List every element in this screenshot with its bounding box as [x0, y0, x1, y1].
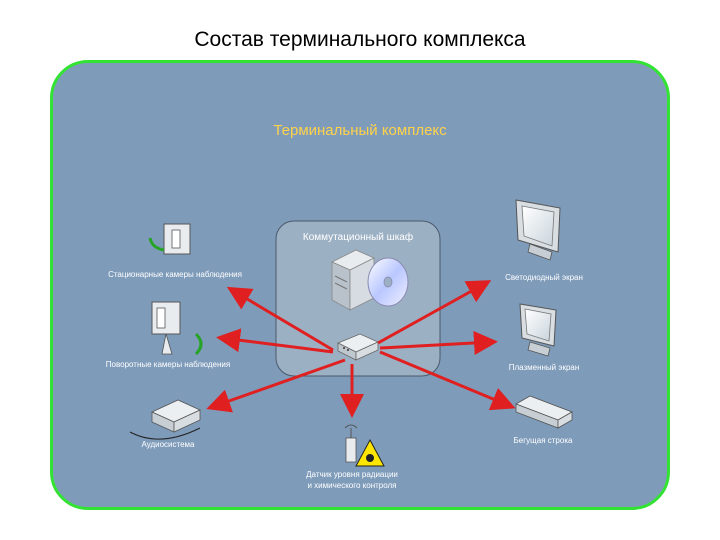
arrow-to-led-screen — [377, 280, 492, 345]
ptz-camera-icon — [151, 301, 203, 356]
ticker-label: Бегущая строка — [514, 436, 573, 445]
antenna-icon — [344, 424, 358, 463]
speaker-icon — [129, 399, 201, 440]
monitor-icon — [519, 303, 557, 357]
sensors-label-line2: и химического контроля — [307, 481, 396, 490]
arrow-to-fixed-cameras — [226, 286, 334, 352]
arrow-to-ticker — [379, 350, 516, 411]
ptz-cameras-label: Поворотные камеры наблюдения — [106, 360, 230, 369]
connection-arrows — [206, 280, 516, 418]
audio-system-label: Аудиосистема — [141, 440, 195, 449]
sensors-label-line1: Датчик уровня радиации — [306, 470, 398, 479]
led-bar-icon — [515, 395, 573, 429]
disc-icon — [367, 257, 409, 307]
monitor-icon — [515, 199, 561, 261]
led-screen-label: Светодиодный экран — [505, 273, 583, 282]
plasma-screen-label: Плазменный экран — [509, 363, 580, 372]
slide-title: Состав терминального комплекса — [194, 28, 526, 51]
complex-label: Терминальный комплекс — [273, 122, 447, 139]
fixed-cameras-label: Стационарные камеры наблюдения — [108, 270, 242, 279]
arrow-to-audio-system — [206, 358, 346, 413]
cabinet-label: Коммутационный шкаф — [303, 231, 413, 243]
video-camera-icon — [148, 223, 191, 255]
arrow-to-ptz-cameras — [216, 328, 334, 354]
arrow-to-plasma-screen — [379, 330, 498, 355]
radiation-icon — [355, 438, 385, 467]
